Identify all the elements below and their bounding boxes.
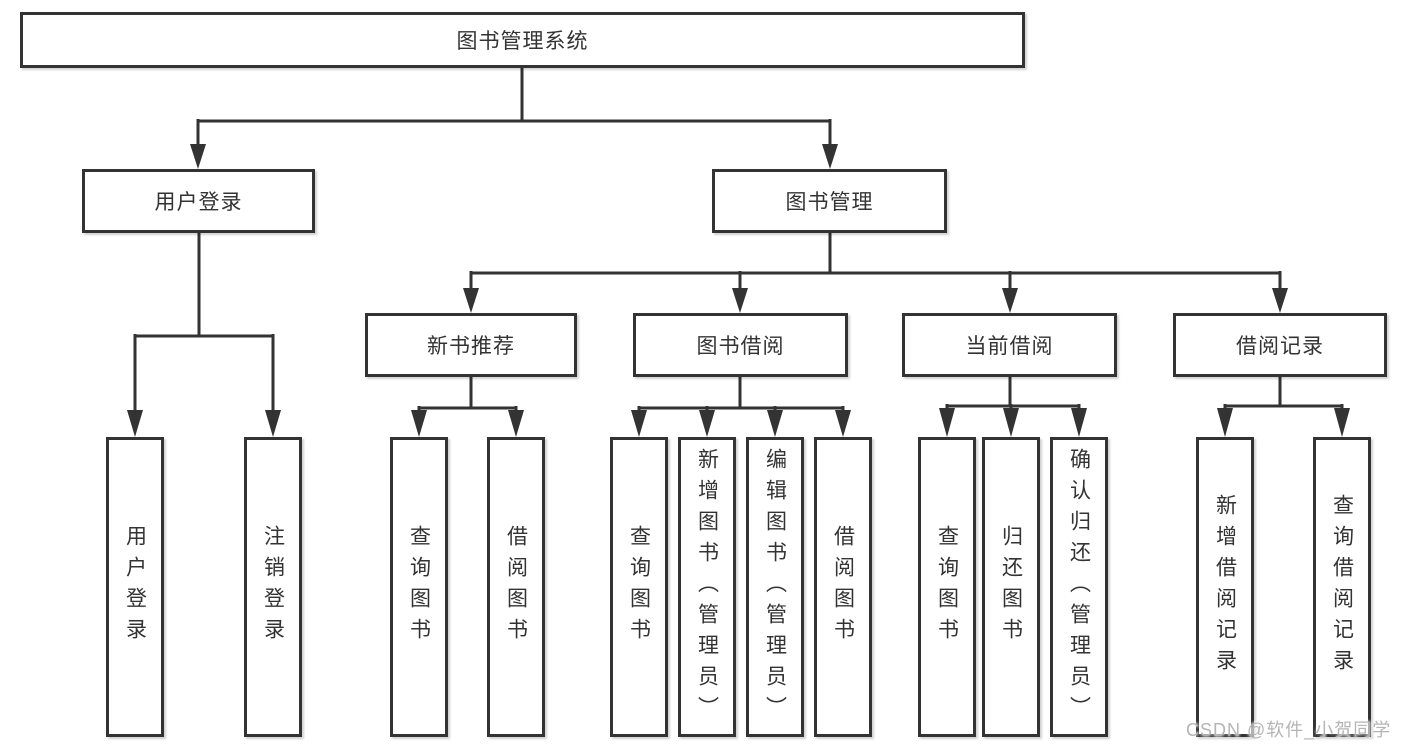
node-book-borrow: 图书借阅 <box>633 313 848 377</box>
leaf-user-login: 用户登录 <box>106 437 164 737</box>
node-root: 图书管理系统 <box>20 12 1025 68</box>
leaf-confirm-return-admin: 确认归还（管理员） <box>1050 437 1108 737</box>
arrowheads <box>127 144 1350 437</box>
leaf-borrow-books: 借阅图书 <box>814 437 872 737</box>
leaf-add-book-admin: 新增图书（管理员） <box>678 437 736 737</box>
leaf-query-books-recommend: 查询图书 <box>390 437 448 737</box>
leaf-logout: 注销登录 <box>244 437 302 737</box>
leaf-query-books-current: 查询图书 <box>918 437 976 737</box>
leaf-borrow-books-recommend: 借阅图书 <box>487 437 545 737</box>
node-user-login: 用户登录 <box>82 169 315 233</box>
watermark-text: CSDN @软件_小贺同学 <box>1186 720 1392 740</box>
leaf-query-books-borrow: 查询图书 <box>610 437 668 737</box>
node-new-book-recommend: 新书推荐 <box>365 313 577 377</box>
node-book-management: 图书管理 <box>712 169 947 233</box>
leaf-add-borrow-record: 新增借阅记录 <box>1196 437 1254 737</box>
leaf-return-book: 归还图书 <box>982 437 1040 737</box>
node-current-borrow: 当前借阅 <box>902 313 1117 377</box>
node-borrow-records: 借阅记录 <box>1173 313 1387 377</box>
leaf-edit-book-admin: 编辑图书（管理员） <box>746 437 804 737</box>
leaf-query-borrow-record: 查询借阅记录 <box>1313 437 1371 737</box>
